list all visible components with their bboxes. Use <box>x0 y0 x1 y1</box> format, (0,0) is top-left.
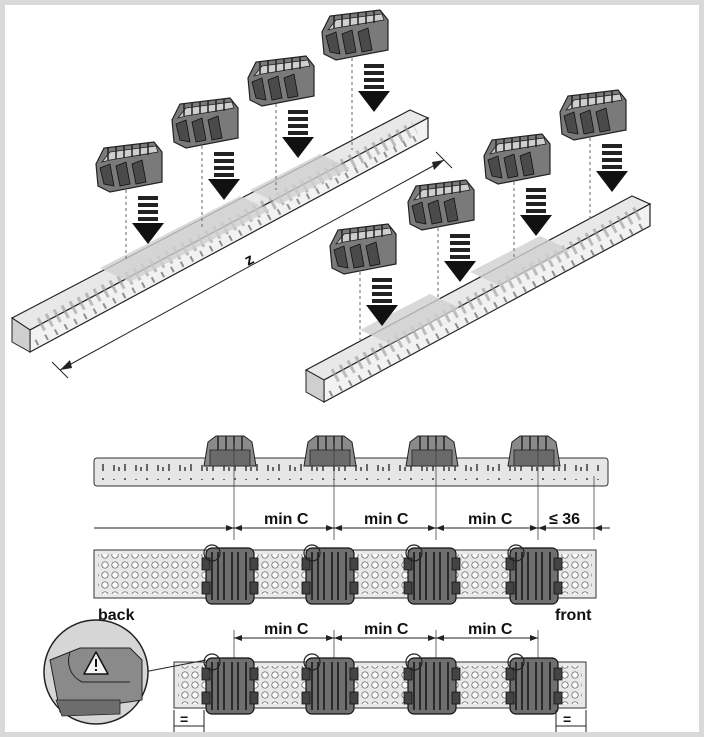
bottom-dimension-chain <box>234 635 538 641</box>
iso-clip-8 <box>559 89 627 141</box>
marker-circles <box>203 544 525 562</box>
iso-clip-4 <box>321 9 389 61</box>
side-clip-2 <box>303 435 357 467</box>
down-arrow-icon <box>132 196 164 244</box>
length-dimension <box>51 151 453 379</box>
down-arrow-icon <box>444 234 476 282</box>
dim-min-c-6: min C <box>468 621 513 638</box>
side-clip-4 <box>507 435 561 467</box>
extension-lines-bottom <box>233 630 539 662</box>
length-label: z <box>242 251 257 270</box>
iso-rail-left <box>10 109 430 354</box>
down-arrow-icon <box>358 64 390 112</box>
equal-left: = <box>180 711 188 727</box>
top-clip-5 <box>201 657 259 715</box>
down-arrow-icon <box>596 144 628 192</box>
down-arrow-icon <box>520 188 552 236</box>
top-clip-1 <box>201 547 259 605</box>
iso-clip-6 <box>407 179 475 231</box>
dim-min-c-4: min C <box>264 621 309 638</box>
side-clip-1 <box>203 435 257 467</box>
dim-min-c-2: min C <box>364 511 409 528</box>
top-clip-4 <box>505 547 563 605</box>
iso-clip-1 <box>95 141 163 193</box>
side-clip-3 <box>405 435 459 467</box>
back-label: back <box>98 607 135 624</box>
dim-max-36: ≤ 36 <box>549 511 580 528</box>
iso-clip-3 <box>247 55 315 107</box>
detail-leader <box>143 659 207 673</box>
iso-clip-2 <box>171 97 239 149</box>
top-dimension-chain <box>94 525 610 531</box>
iso-clip-7 <box>483 133 551 185</box>
front-label: front <box>555 607 592 624</box>
dim-min-c-1: min C <box>264 511 309 528</box>
dim-min-c-5: min C <box>364 621 409 638</box>
top-clip-6 <box>301 657 359 715</box>
iso-clip-5 <box>329 223 397 275</box>
top-clip-8 <box>505 657 563 715</box>
top-clip-2 <box>301 547 359 605</box>
dim-min-c-3: min C <box>468 511 513 528</box>
down-arrow-icon <box>282 110 314 158</box>
marker-circles-2 <box>203 653 525 671</box>
iso-rail-right <box>304 195 652 404</box>
top-clip-7 <box>403 657 461 715</box>
extension-lines <box>233 444 595 540</box>
warning-triangle-icon <box>83 651 109 675</box>
top-clip-3 <box>403 547 461 605</box>
equal-markers <box>173 710 587 732</box>
equal-right: = <box>563 711 571 727</box>
down-arrow-icon <box>208 152 240 200</box>
